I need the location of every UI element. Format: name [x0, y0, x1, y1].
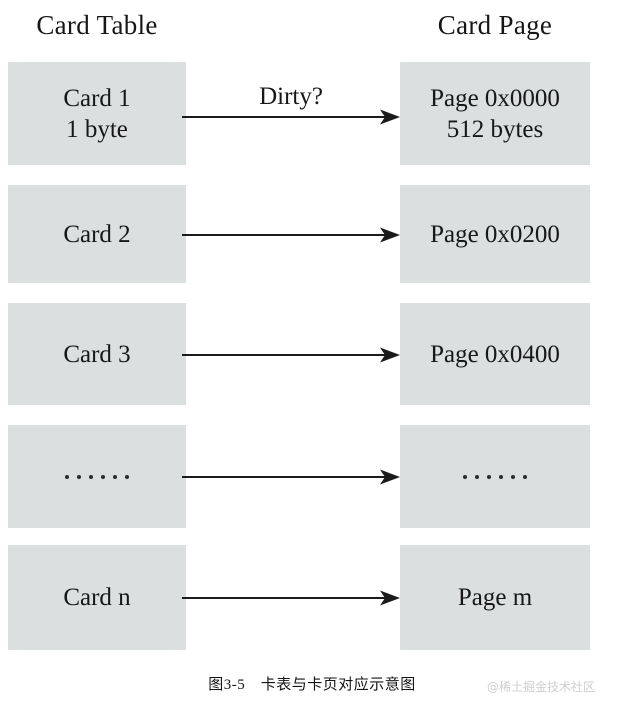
card-page-cell: Page m: [400, 545, 590, 650]
ellipsis-dots: [65, 464, 129, 489]
cell-line-1: Card 1: [63, 84, 131, 112]
cell-line-1: Page m: [457, 584, 533, 611]
figure-caption: 图3-5 卡表与卡页对应示意图: [208, 677, 416, 693]
ellipsis-dots: [463, 464, 527, 489]
arrow-right-icon: [182, 346, 400, 364]
card-page-cell: Page 0x0200: [400, 185, 590, 283]
edge-label-dirty: Dirty?: [259, 83, 323, 110]
card-table-cell: Card 1 1 byte: [8, 62, 186, 165]
cell-line-1: Page 0x0000: [430, 84, 560, 112]
card-page-cell-ellipsis: [400, 425, 590, 528]
card-table-cell: Card n: [8, 545, 186, 650]
arrow-right-icon: [182, 589, 400, 607]
cell-line-1: Page 0x0400: [430, 340, 560, 368]
watermark: @稀土掘金技术社区: [487, 680, 596, 694]
arrow-right-icon: [182, 226, 400, 244]
column-header-card-page: Card Page: [437, 10, 553, 40]
card-table-cell: Card 3: [8, 303, 186, 405]
cell-line-1: Card n: [63, 584, 131, 611]
cell-line-2: 1 byte: [66, 115, 128, 143]
cell-line-1: Card 3: [63, 340, 131, 368]
card-page-cell: Page 0x0000 512 bytes: [400, 62, 590, 165]
card-table-cell: Card 2: [8, 185, 186, 283]
column-header-card-table: Card Table: [36, 10, 158, 40]
arrow-right-icon: [182, 468, 400, 486]
cell-line-1: Card 2: [63, 220, 131, 248]
card-page-cell: Page 0x0400: [400, 303, 590, 405]
card-table-cell-ellipsis: [8, 425, 186, 528]
arrow-right-icon: [182, 108, 400, 126]
cell-line-2: 512 bytes: [446, 115, 544, 143]
cell-line-1: Page 0x0200: [430, 220, 560, 248]
